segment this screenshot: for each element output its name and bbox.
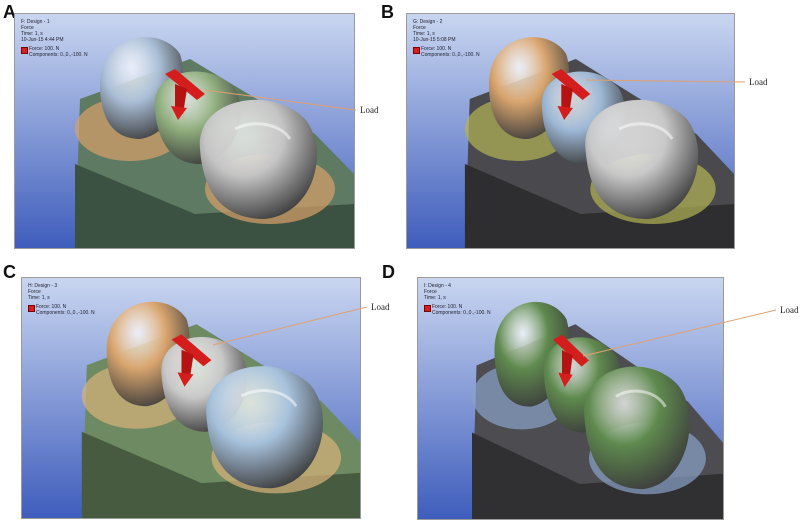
legend-time: Time: 1, s — [424, 295, 446, 301]
legend-components: Components: 0.,0.,-100. N — [432, 310, 491, 316]
legend-title: I: Design - 4 — [424, 283, 451, 289]
fissure-highlight — [618, 122, 674, 140]
fissure-highlight — [240, 389, 298, 408]
tooth-molar — [585, 99, 699, 219]
model-base-front-face — [75, 164, 354, 248]
load-arrow-body — [165, 69, 205, 100]
legend-force: Force: 100. N — [36, 304, 67, 310]
legend-components: Components: 0.,0.,-100. N — [29, 52, 88, 58]
load-arrow-head-icon — [177, 372, 194, 387]
panel-d-legend: I: Design - 4 Force Time: 1, s Force: 10… — [424, 283, 491, 316]
load-arrow-shaft — [181, 349, 194, 381]
panel-c-model — [22, 278, 360, 518]
legend-type: Force — [424, 289, 437, 295]
load-arrow-body — [551, 69, 591, 100]
load-arrow-shaft — [561, 84, 573, 114]
panel-a-load-label: Load — [360, 105, 379, 115]
legend-type: Force — [28, 289, 41, 295]
legend-force-entry: Force: 100. N Components: 0.,0.,-100. N — [21, 46, 88, 58]
model-base-front-face — [472, 432, 723, 519]
legend-components: Components: 0.,0.,-100. N — [421, 52, 480, 58]
panel-b-legend: G: Design - 2 Force Time: 1, s 10-Jun-15… — [413, 19, 480, 58]
panel-b-viewport[interactable]: G: Design - 2 Force Time: 1, s 10-Jun-15… — [406, 13, 735, 249]
legend-time: Time: 1, s — [21, 31, 43, 37]
load-arrow-shaft — [562, 350, 573, 381]
panel-b-letter: B — [381, 2, 394, 22]
panel-a-viewport[interactable]: F: Design - 1 Force Time: 1, s 10-Jun-15… — [14, 13, 355, 249]
panel-a-letter: A — [3, 2, 16, 22]
legend-date: 10-Jun-15 4:44 PM — [21, 37, 64, 43]
legend-title: F: Design - 1 — [21, 19, 50, 25]
legend-type: Force — [21, 25, 34, 31]
legend-type: Force — [413, 25, 426, 31]
legend-force: Force: 100. N — [432, 304, 463, 310]
legend-components: Components: 0.,0.,-100. N — [36, 310, 95, 316]
force-swatch-icon — [28, 305, 35, 312]
legend-force: Force: 100. N — [421, 46, 452, 52]
model-base-front-face — [464, 164, 734, 248]
tooth-molar — [584, 366, 690, 490]
panel-c-load-label: Load — [371, 302, 390, 312]
load-arrow-head-icon — [557, 106, 573, 120]
panel-c-viewport[interactable]: H: Design - 3 Force Time: 1, s Force: 10… — [21, 277, 361, 519]
force-swatch-icon — [424, 305, 431, 312]
legend-force-entry: Force: 100. N Components: 0.,0.,-100. N — [424, 304, 491, 316]
fissure-highlight — [615, 389, 667, 408]
legend-force: Force: 100. N — [29, 46, 60, 52]
panel-c-legend: H: Design - 3 Force Time: 1, s Force: 10… — [28, 283, 95, 316]
legend-date: 10-Jun-15 5:08 PM — [413, 37, 456, 43]
panel-d-letter: D — [382, 262, 395, 282]
panel-b-load-label: Load — [749, 77, 768, 87]
tooth-molar — [199, 99, 317, 219]
load-arrow-body — [553, 334, 589, 367]
legend-force-entry: Force: 100. N Components: 0.,0.,-100. N — [413, 46, 480, 58]
load-arrow-head-icon — [558, 372, 573, 388]
legend-force-entry: Force: 100. N Components: 0.,0.,-100. N — [28, 304, 95, 316]
panel-b-model — [407, 14, 734, 248]
legend-time: Time: 1, s — [28, 295, 50, 301]
panel-c-letter: C — [3, 262, 16, 282]
model-base-front-face — [81, 431, 360, 518]
force-swatch-icon — [21, 47, 28, 54]
force-swatch-icon — [413, 47, 420, 54]
fissure-highlight — [234, 122, 292, 140]
legend-title: H: Design - 3 — [28, 283, 58, 289]
panel-d-load-label: Load — [780, 305, 799, 315]
legend-time: Time: 1, s — [413, 31, 435, 37]
load-arrow-head-icon — [171, 106, 187, 120]
tooth-molar — [206, 366, 323, 489]
legend-title: G: Design - 2 — [413, 19, 443, 25]
panel-d-model — [418, 278, 723, 519]
panel-d-viewport[interactable]: I: Design - 4 Force Time: 1, s Force: 10… — [417, 277, 724, 520]
load-arrow-shaft — [175, 84, 187, 114]
panel-a-legend: F: Design - 1 Force Time: 1, s 10-Jun-15… — [21, 19, 88, 58]
load-arrow-body — [171, 334, 212, 367]
